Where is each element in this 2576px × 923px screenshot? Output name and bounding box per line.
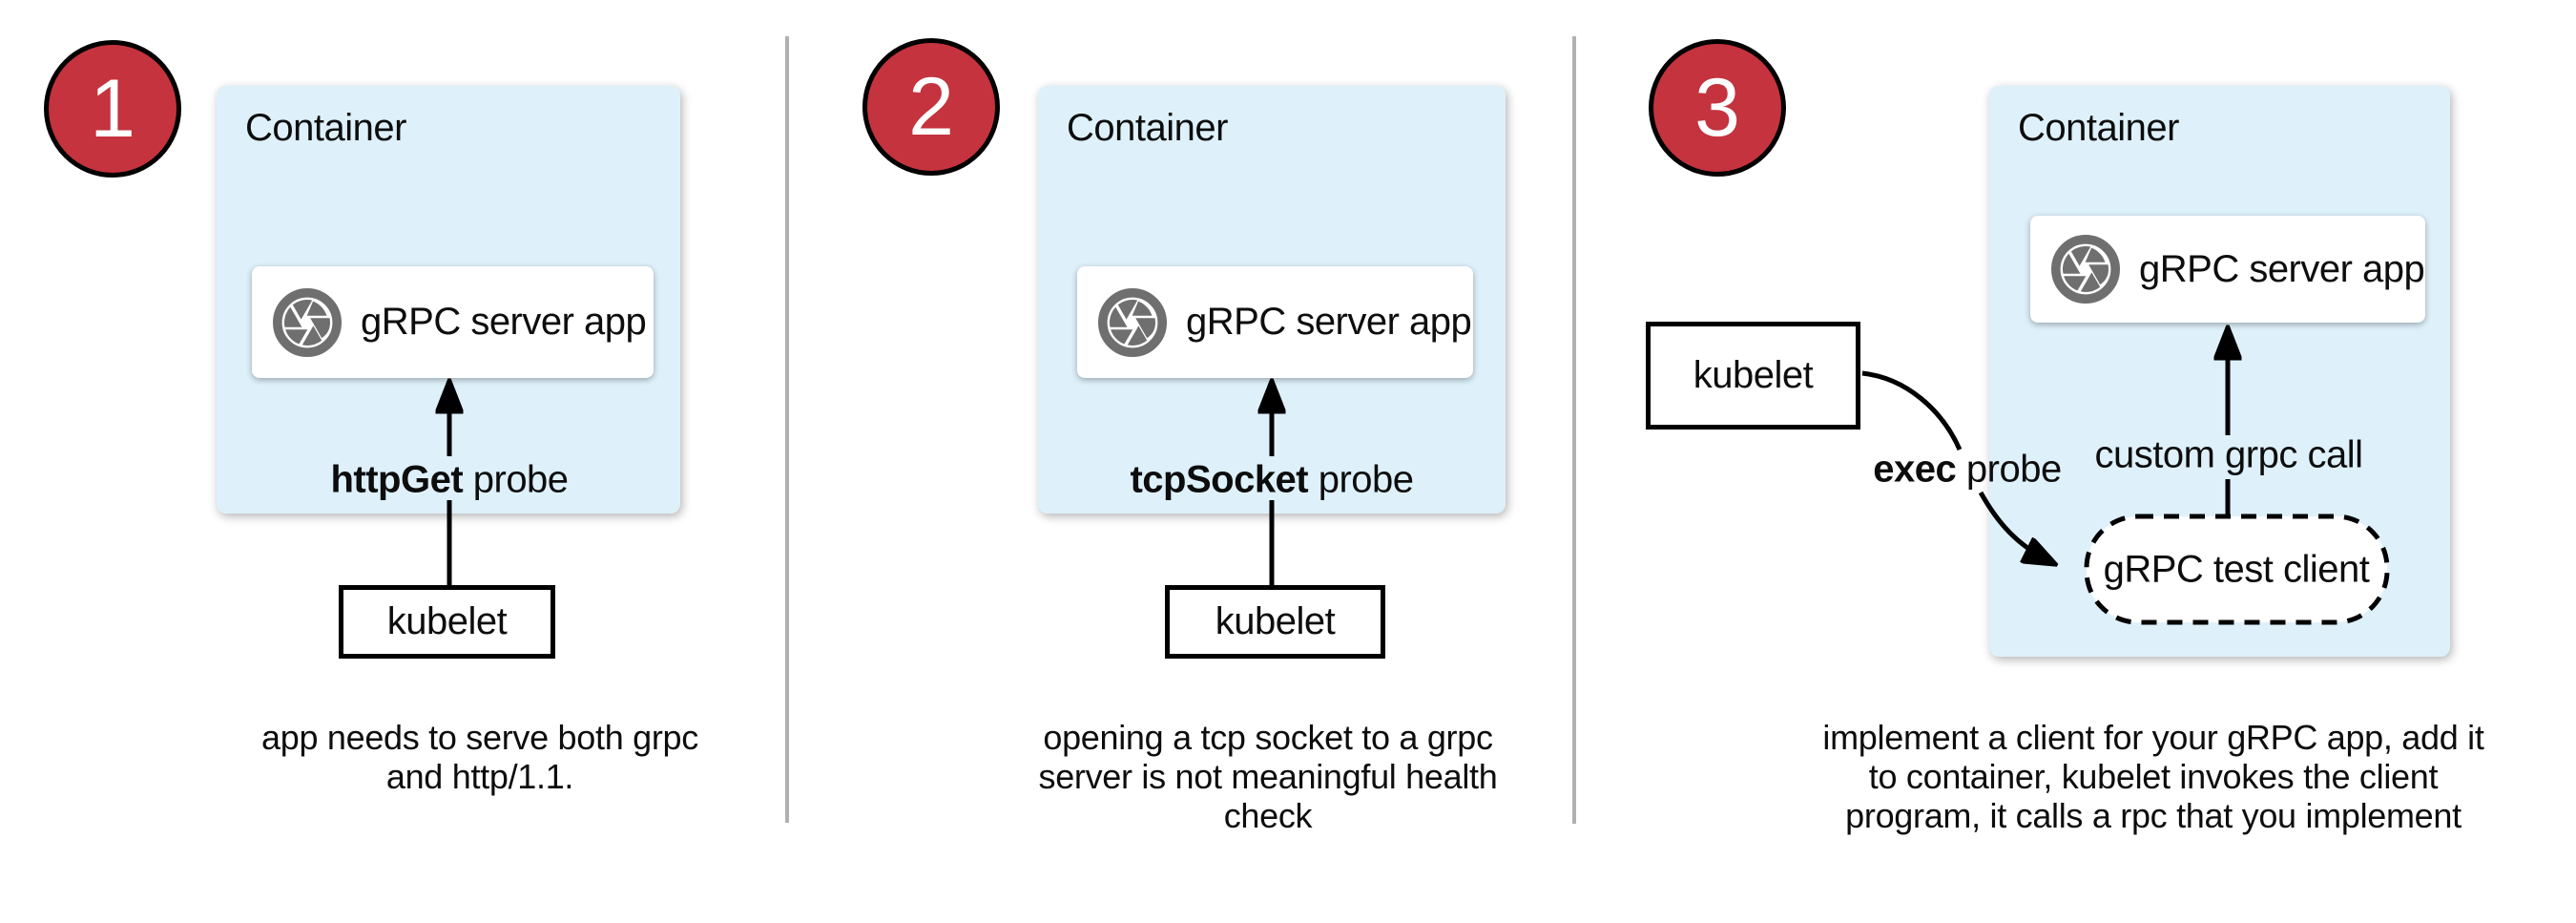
step-badge-2: 2	[862, 38, 1000, 176]
tcpsocket-probe-label: tcpSocket probe	[1130, 458, 1414, 501]
container-label: Container	[2018, 107, 2179, 149]
grpc-server-app-box-2: gRPC server app	[1077, 266, 1473, 378]
caption-1: app needs to serve both grpc and http/1.…	[261, 718, 698, 796]
container-label: Container	[245, 107, 406, 149]
app-box-label: gRPC server app	[1186, 301, 1472, 343]
aperture-icon	[273, 287, 342, 357]
kubelet-box-1: kubelet	[339, 585, 555, 659]
caption-3: implement a client for your gRPC app, ad…	[1822, 718, 2484, 835]
httpget-probe-label: httpGet probe	[330, 458, 569, 501]
aperture-icon	[2051, 235, 2120, 304]
kubelet-label: kubelet	[1693, 354, 1814, 396]
exec-probe-curve-upper	[1861, 370, 1963, 451]
custom-grpc-call-label: custom grpc call	[2094, 433, 2363, 476]
app-box-label: gRPC server app	[2139, 247, 2425, 290]
kubelet-label: kubelet	[386, 600, 508, 642]
panel-divider-1	[785, 36, 789, 823]
kubelet-box-3: kubelet	[1646, 322, 1860, 430]
caption-2: opening a tcp socket to a grpc server is…	[1038, 718, 1498, 835]
step-badge-1: 1	[44, 40, 181, 178]
app-box-label: gRPC server app	[361, 301, 647, 343]
container-label: Container	[1067, 107, 1228, 149]
kubelet-label: kubelet	[1215, 600, 1336, 642]
grpc-test-client-box	[2084, 514, 2390, 625]
exec-probe-label: exec probe	[1873, 448, 2062, 491]
step-badge-3: 3	[1649, 39, 1786, 177]
panel-divider-2	[1572, 36, 1576, 824]
grpc-test-client-label: gRPC test client	[2103, 548, 2370, 591]
exec-probe-curve-lower	[1978, 491, 2051, 562]
grpc-server-app-box-3: gRPC server app	[2030, 216, 2425, 323]
kubelet-box-2: kubelet	[1165, 585, 1385, 659]
aperture-icon	[1098, 287, 1167, 357]
grpc-server-app-box-1: gRPC server app	[252, 266, 654, 378]
